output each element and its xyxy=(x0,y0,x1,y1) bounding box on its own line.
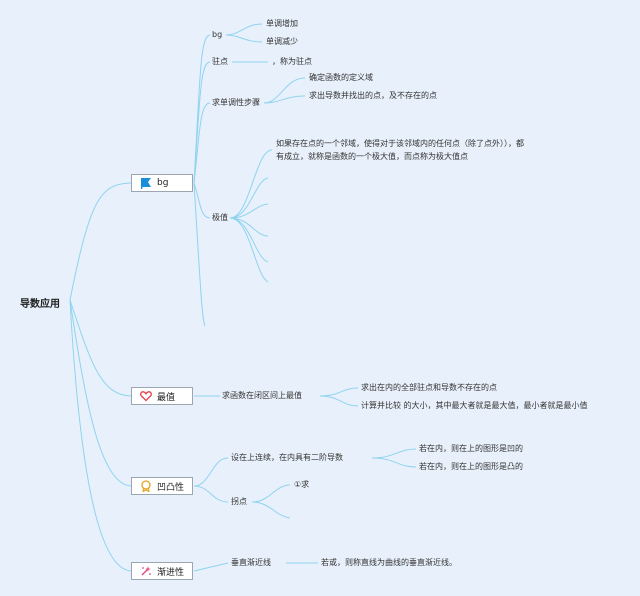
medal-icon xyxy=(140,480,152,493)
main-node-jianjin[interactable]: 渐进性 xyxy=(131,562,193,580)
steps-item-2[interactable]: 求出导数并找出的点，及不存在的点 xyxy=(309,91,437,100)
aotu-condition[interactable]: 设在上连续，在内具有二阶导数 xyxy=(231,453,343,462)
main-node-label: 凹凸性 xyxy=(157,482,185,493)
zhudian-text[interactable]: ，称为驻点 xyxy=(272,57,312,66)
sparkle-icon xyxy=(140,565,152,577)
jianjin-sub[interactable]: 垂直渐近线 xyxy=(231,558,271,567)
zhudian-label[interactable]: 驻点 xyxy=(212,57,228,66)
zuizhi-sub[interactable]: 求函数在闭区间上最值 xyxy=(222,391,302,400)
main-node-aotu[interactable]: 凹凸性 xyxy=(131,477,193,495)
bg-sub-label[interactable]: bg xyxy=(212,30,223,39)
main-node-zuizhi[interactable]: 最值 xyxy=(131,387,193,405)
bg-leaf-decrease[interactable]: 单调减少 xyxy=(266,37,298,46)
jizhi-definition[interactable]: 如果存在点的一个邻域，使得对于该邻域内的任何点（除了点外）），都 有成立，就称是… xyxy=(276,137,626,163)
steps-label[interactable]: 求单调性步骤 xyxy=(212,98,260,107)
bg-leaf-increase[interactable]: 单调增加 xyxy=(266,19,298,28)
zuizhi-item-1[interactable]: 求出在内的全部驻点和导数不存在的点 xyxy=(361,383,497,392)
jianjin-item[interactable]: 若或，则称直线为曲线的垂直渐近线。 xyxy=(321,558,457,567)
aotu-concave[interactable]: 若在内，则在上的图形是凹的 xyxy=(419,444,523,453)
guaidian-item[interactable]: ①求 xyxy=(294,480,310,489)
main-node-label: 渐进性 xyxy=(157,567,185,578)
heart-icon xyxy=(140,390,152,402)
root-node[interactable]: 导数应用 xyxy=(20,299,60,310)
main-node-label: bg xyxy=(157,178,169,188)
flag-icon xyxy=(140,177,152,189)
jizhi-line-1: 如果存在点的一个邻域，使得对于该邻域内的任何点（除了点外）），都 xyxy=(276,139,524,148)
zuizhi-item-2[interactable]: 计算并比较 的大小，其中最大者就是最大值，最小者就是最小值 xyxy=(361,401,588,410)
jizhi-label[interactable]: 极值 xyxy=(212,213,228,222)
guaidian-label[interactable]: 拐点 xyxy=(231,497,247,506)
jizhi-line-2: 有成立，就称是函数的一个极大值，而点称为极大值点 xyxy=(276,152,468,161)
steps-item-1[interactable]: 确定函数的定义域 xyxy=(309,73,373,82)
main-node-bg[interactable]: bg xyxy=(131,174,193,192)
aotu-convex[interactable]: 若在内，则在上的图形是凸的 xyxy=(419,462,523,471)
main-node-label: 最值 xyxy=(157,392,176,403)
